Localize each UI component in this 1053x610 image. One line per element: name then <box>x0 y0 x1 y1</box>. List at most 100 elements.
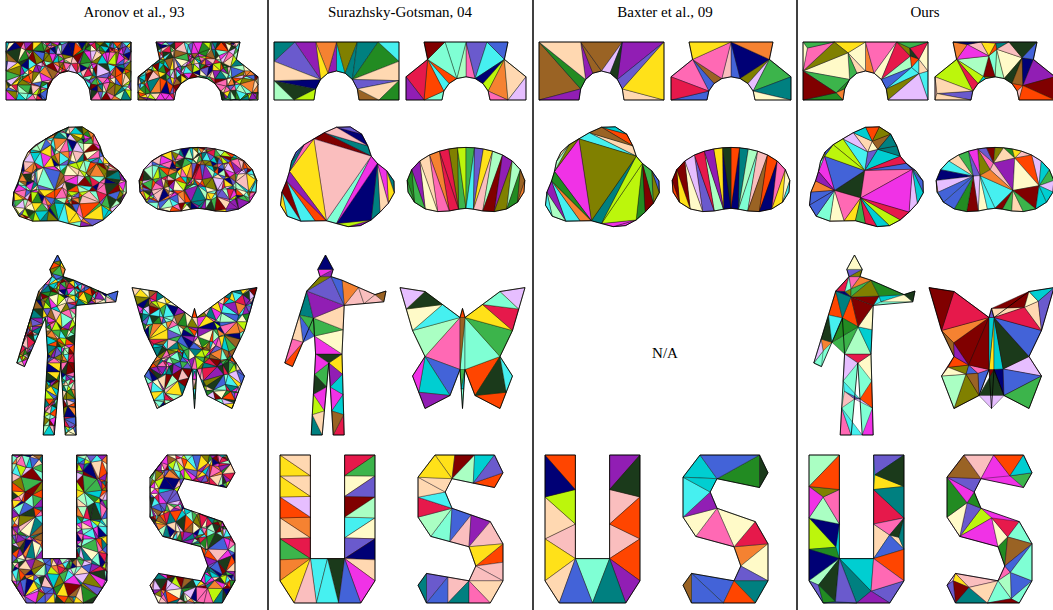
triangle <box>151 391 163 400</box>
triangle <box>41 82 48 88</box>
triangle <box>218 164 224 170</box>
triangle <box>44 417 50 426</box>
triangle <box>57 294 65 307</box>
triangle <box>66 400 67 407</box>
triangle <box>42 62 45 66</box>
triangle <box>139 72 146 78</box>
triangle <box>116 51 119 53</box>
triangle <box>63 392 67 400</box>
triangle <box>142 308 149 315</box>
triangle <box>43 425 54 435</box>
triangle <box>32 203 42 212</box>
triangle <box>52 404 57 408</box>
triangle <box>175 42 187 53</box>
triangle <box>169 352 177 358</box>
triangle <box>111 66 116 77</box>
triangle <box>228 374 241 387</box>
triangle <box>99 156 103 164</box>
triangle <box>206 49 216 59</box>
triangle <box>149 324 168 339</box>
triangle <box>213 62 221 70</box>
shape-outline <box>6 42 131 100</box>
triangle <box>77 507 84 518</box>
triangle <box>170 70 174 79</box>
triangulated-shape <box>132 288 257 409</box>
triangle <box>193 371 197 379</box>
triangle <box>31 85 40 95</box>
triangle <box>89 187 96 191</box>
triangle <box>212 49 216 59</box>
triangle <box>58 204 68 224</box>
triangle <box>55 187 67 198</box>
triangle <box>107 166 108 171</box>
triangle <box>68 381 74 389</box>
triangle <box>68 165 80 176</box>
triangle <box>181 75 187 84</box>
triangle <box>80 62 92 68</box>
triangle <box>88 42 95 45</box>
triangle <box>245 71 251 76</box>
triangle <box>201 59 205 65</box>
triangle <box>43 308 51 316</box>
triangle <box>221 62 224 70</box>
triangle <box>210 329 214 342</box>
triangle <box>191 202 199 208</box>
triangle <box>230 90 235 100</box>
triangle <box>240 96 249 100</box>
triangle <box>166 366 172 374</box>
triangle <box>84 138 94 143</box>
triangle <box>16 91 18 100</box>
triangle <box>69 348 74 354</box>
triangle <box>93 69 97 77</box>
triangle <box>98 85 103 91</box>
triangle <box>19 214 22 216</box>
triangle <box>111 96 121 100</box>
triangle <box>187 163 192 178</box>
triangle <box>223 361 229 374</box>
triangle <box>69 309 75 319</box>
triangle <box>213 177 224 189</box>
column-separator <box>532 0 534 610</box>
triangle <box>249 93 257 100</box>
triangle <box>158 165 169 169</box>
triangle <box>174 58 178 70</box>
triangle <box>167 339 177 349</box>
triangle <box>214 384 227 390</box>
triangulations <box>6 42 1053 603</box>
triangle <box>165 394 174 401</box>
triangle <box>33 42 45 51</box>
triangle <box>225 384 238 391</box>
shape-fill <box>17 255 118 435</box>
triangle <box>47 363 60 372</box>
triangle <box>203 42 211 49</box>
triangle <box>100 46 109 52</box>
triangle <box>142 179 152 183</box>
shape-fill <box>139 147 257 211</box>
triangle <box>62 375 66 381</box>
triangle <box>31 318 43 324</box>
triangle <box>246 75 255 80</box>
triangle <box>22 75 28 80</box>
triangle <box>95 42 104 46</box>
triangle <box>91 92 101 100</box>
shape-fill <box>138 42 258 100</box>
triangle <box>240 84 252 94</box>
triangle <box>221 156 232 161</box>
triangle <box>76 153 83 163</box>
triangle <box>6 61 18 71</box>
triangle <box>191 53 198 58</box>
triangle <box>22 356 25 362</box>
triangle <box>37 168 44 185</box>
triangle <box>59 152 69 165</box>
triangle <box>47 357 52 363</box>
triangle <box>172 161 175 166</box>
triangle <box>26 181 34 191</box>
triangle <box>230 90 235 99</box>
triangle <box>210 349 222 361</box>
triangle <box>225 42 231 45</box>
shape-outline <box>132 288 257 409</box>
triangle <box>70 127 83 134</box>
triangle <box>228 67 231 75</box>
triangle <box>209 64 213 71</box>
triangle <box>31 192 38 203</box>
